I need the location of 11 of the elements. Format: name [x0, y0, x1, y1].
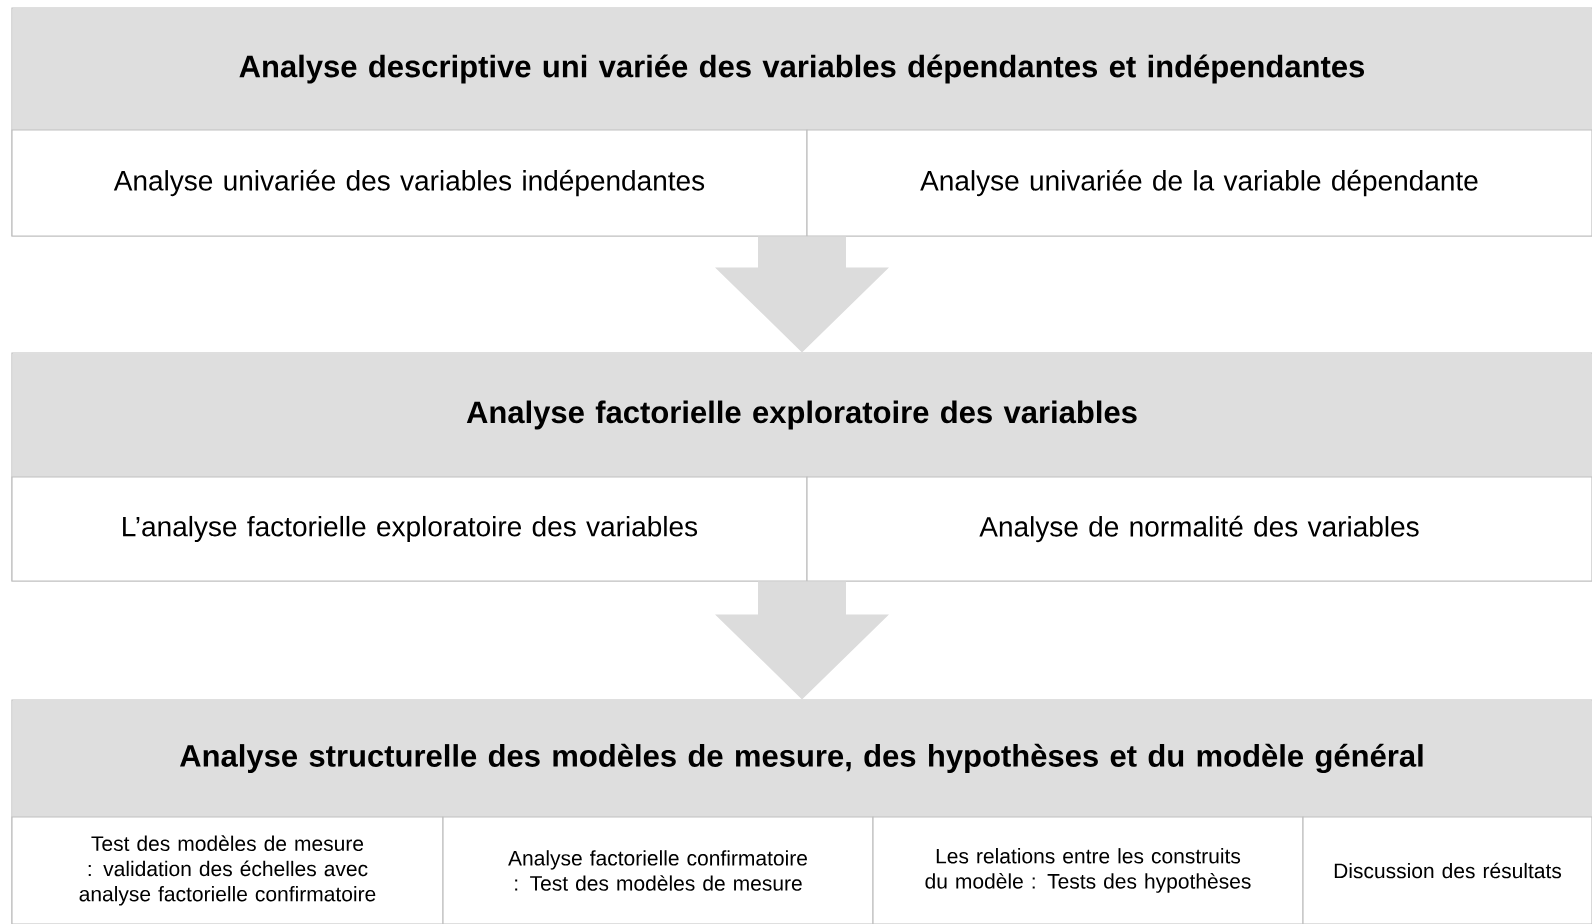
process-cell: Test des modèles de mesure : validation des échelles avec analyse factorielle confirmatoire	[11, 816, 444, 924]
process-cell: Analyse univariée de la variable dépendante	[806, 129, 1592, 237]
node-label: Analyse factorielle confirmatoire : Test des modèles de mesure	[508, 850, 807, 891]
process-cell: L’analyse factorielle exploratoire des variables	[11, 476, 808, 582]
process-cell: Analyse de normalité des variables	[806, 476, 1592, 582]
process-cell: Les relations entre les construits du modèle : Tests des hypothèses	[872, 816, 1304, 924]
process-cell: Analyse factorielle confirmatoire : Test des modèles de mesure	[442, 816, 874, 924]
block-arrow	[715, 236, 889, 353]
process-cell: Discussion des résultats	[1302, 816, 1592, 924]
block-arrow	[715, 581, 889, 700]
process-cell: Analyse univariée des variables indépendantes	[11, 129, 808, 237]
